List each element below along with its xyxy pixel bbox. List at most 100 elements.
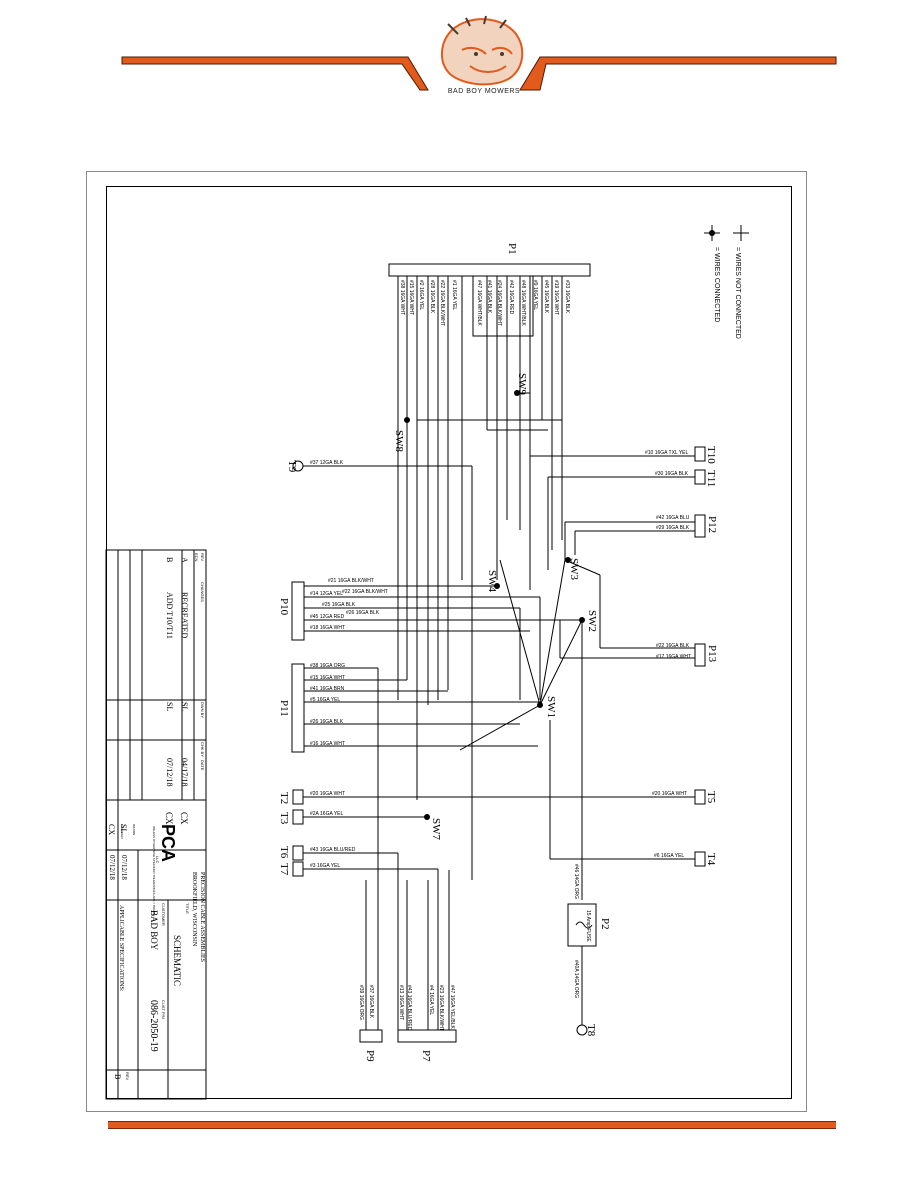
sw9-label: SW9 [516, 373, 528, 395]
t6-terminal [292, 845, 304, 861]
p1-wire-label: #19 16GA WHT [553, 280, 559, 316]
tb-ecn-header: ECN [194, 553, 199, 562]
wire-label-p7e: #47 16GA YEL/BLK [449, 985, 455, 1029]
sw3-label: SW3 [568, 558, 580, 580]
p1-wire-label: #47 16GA WHT/BLK [476, 280, 482, 326]
tb-change-a: RECREATED [180, 592, 189, 639]
p11-connector [291, 663, 305, 753]
t8-terminal [576, 1024, 588, 1036]
tb-dwn-header: DWN BY [200, 702, 205, 718]
p7-connector [397, 1029, 457, 1043]
tb-rev-b: B [165, 557, 174, 563]
wire-label-p10-5: #18 16GA WHT [310, 625, 346, 631]
p1-wire-label: #22 16GA BLK/WHT [439, 280, 445, 326]
t2-label: T2 [278, 792, 290, 805]
wire-label-p7c: #4 16GA YEL [428, 985, 434, 1016]
tb-chk-header: CHK BY [200, 742, 205, 757]
tb-part: 086-2050-19 [148, 1000, 159, 1052]
tb-checked-label: CHECKED [120, 824, 124, 839]
wire-label-p10-2b: #22 16GA BLK/WHT [342, 589, 388, 595]
p10-connector [291, 581, 305, 641]
p1-wire-label: #15 16GA WHT [408, 280, 414, 316]
p1-wire-label: #28 16GA BLK [429, 280, 435, 314]
brand-name: BAD BOY MOWERS [447, 88, 521, 95]
wire-label-p11-8: #16 16GA WHT [310, 741, 346, 747]
tb-date-a: 04/17/18 [180, 758, 189, 787]
t7-label: T7 [278, 863, 290, 876]
p1-wire-label: #45 16GA BLK [543, 280, 549, 314]
tb-changes-header: CHANGES [200, 582, 205, 602]
wire-label-t4: #6 16GA YEL [654, 853, 685, 859]
wire-label-p13b: #17 16GA WHT [656, 654, 692, 660]
t10-terminal [694, 446, 706, 462]
p13-connector [694, 643, 706, 667]
tb-rev-label: REV [125, 1072, 130, 1081]
tb-customer-label: CUSTOMER [161, 903, 166, 926]
p10-label: P10 [278, 598, 290, 616]
wire-label-p7d: #23 16GA BLK/WHT [438, 985, 444, 1031]
p9-connector [359, 1029, 383, 1043]
t10-label: T10 [705, 446, 717, 464]
p2-fuse-holder [567, 903, 597, 947]
wire-label-p10-4: #45 12GA RED [310, 614, 345, 620]
wire-label-p11-1: #38 16GA ORG [310, 663, 346, 669]
tb-customer: BAD BOY [149, 910, 159, 951]
wire-label-p7b: #13 16GA WHT [398, 985, 404, 1021]
p1-wire-label: #9 16GA YEL [532, 280, 538, 311]
tb-date-b: 07/12/18 [165, 758, 174, 787]
wire-label-p9b: #39 16GA ORG [358, 985, 364, 1021]
tb-rev-a: A [180, 557, 189, 563]
t9-label: T9 [286, 460, 298, 473]
header-left-bar [121, 56, 429, 91]
wire-label-p12a: #42 16GA BLU [656, 515, 690, 521]
wire-label-p2-bot: #40A 14GA ORG [573, 960, 579, 999]
p1-connector [388, 263, 591, 277]
wire-label-t5: #20 16GA WHT [652, 791, 688, 797]
tb-title: SCHEMATIC [172, 935, 182, 987]
tb-title-label: TITLE [185, 903, 190, 914]
t8-label: T8 [585, 1024, 597, 1037]
wire-label-t6: #43 16GA BLU/RED [310, 847, 356, 853]
wire-label-t11: #30 16GA BLK [655, 471, 689, 477]
tb-chk-a: CX [179, 812, 189, 825]
p1-wire-label: #38 16GA WHT [399, 280, 405, 316]
t2-terminal [292, 789, 304, 805]
wire-label-p7a: #43 16GA BLU/RED [406, 985, 412, 1031]
wire-label-p11-4: #5 16GA YEL [310, 697, 341, 703]
tb-date2: 07/12/18 [108, 855, 116, 880]
wire-label-t10: #10 16GA TXL YEL [645, 450, 689, 456]
header-right-bar [519, 56, 837, 91]
tb-rev-header: REV [200, 553, 205, 562]
tb-date1: 07/12/18 [120, 855, 128, 880]
tb-drawn-label: DRAWN [132, 824, 136, 836]
tb-tolerance: UNLESS OTHERWISE SPECIFIED TOLERANCES AR… [152, 826, 156, 917]
pca-logo-icon: PCA [158, 824, 178, 863]
tb-part-label: CUST P/N [161, 1000, 166, 1019]
tb-dwn-a: SL [180, 702, 189, 712]
p12-connector [694, 514, 706, 538]
tb-date-header: DATE [200, 760, 205, 771]
bulldog-logo-icon [441, 15, 524, 86]
wire-label-t7: #3 16GA YEL [310, 863, 341, 869]
t4-label: T4 [705, 853, 717, 866]
wire-label-t3: #2A 16GA YEL [310, 811, 344, 817]
tb-change-b: ADD T10/T11 [165, 592, 174, 639]
t3-label: T3 [278, 812, 290, 825]
wire-label-p2-top: #46 14GA ORG [573, 864, 579, 900]
wire-label-p2-fuse: 15 Amp FUSE [585, 910, 591, 942]
tb-company-city: BROOKFIELD, WISCONSIN [191, 872, 197, 947]
t3-terminal [292, 809, 304, 825]
tb-dwn-b: SL [165, 702, 174, 712]
p1-wire-label: #24 16GA BLK/WHT [496, 280, 502, 326]
brand-header [121, 15, 837, 91]
p7-label: P7 [420, 1050, 432, 1062]
sw1-label: SW1 [545, 696, 557, 718]
sw4-label: SW4 [486, 570, 498, 592]
wire-label-p11-2: #15 16GA WHT [310, 675, 346, 681]
p1-wire-label: #1 16GA YEL [451, 280, 457, 311]
tb-checked-by: CX [107, 824, 116, 836]
p1-wire-label: #41 16GA BLK [486, 280, 492, 314]
t11-label: T11 [705, 470, 717, 488]
title-block [105, 549, 207, 1100]
